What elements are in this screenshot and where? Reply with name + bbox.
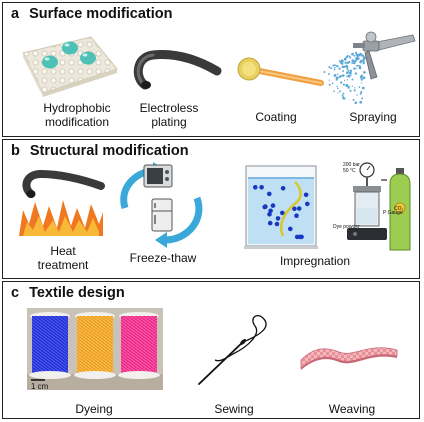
panel-letter: b <box>11 143 20 159</box>
panel-title: Surface modification <box>29 6 173 22</box>
apparatus-co2-label: CO₂ <box>394 206 404 212</box>
apparatus-pressure-label: 200 bar <box>343 162 360 168</box>
panel-structural-modification: b Structural modification <box>2 139 420 279</box>
label-dyeing: Dyeing <box>59 402 129 416</box>
scale-bar-label: 1 cm <box>31 382 49 391</box>
label-hydrophobic-modification: Hydrophobic modification <box>29 101 125 130</box>
needle-icon <box>198 314 267 385</box>
label-line: modification <box>44 115 110 130</box>
label-line: plating <box>151 115 187 130</box>
label-line: Hydrophobic <box>43 101 111 115</box>
mesh-icon <box>22 36 118 97</box>
label-weaving: Weaving <box>317 402 387 416</box>
oven-icon <box>143 164 173 188</box>
water-droplet-icon <box>80 51 96 65</box>
label-line: Weaving <box>328 402 376 416</box>
label-line: Impregnation <box>279 254 351 268</box>
panel-surface-modification: a Surface modification <box>2 2 420 137</box>
label-line: Spraying <box>349 110 397 124</box>
gas-cylinder-icon <box>389 168 411 251</box>
label-coating: Coating <box>241 110 311 124</box>
label-line: Sewing <box>214 402 254 416</box>
label-freeze-thaw: Freeze-thaw <box>123 251 203 265</box>
label-spraying: Spraying <box>333 110 413 124</box>
panel-b-header: b Structural modification <box>11 143 189 159</box>
water-droplet-icon <box>42 55 58 69</box>
apparatus-gauge-label: P Gauge <box>383 210 403 216</box>
label-line: Heat <box>50 244 76 258</box>
panel-letter: c <box>11 285 20 301</box>
panel-textile-design: c Textile design 1 cm <box>2 281 420 419</box>
panel-c-header: c Textile design <box>11 285 125 301</box>
label-electroless-plating: Electroless plating <box>129 101 209 130</box>
label-line: Electroless <box>139 101 199 115</box>
label-line: Dyeing <box>75 402 113 416</box>
thread-spool-icon <box>27 308 163 390</box>
spray-gun-icon <box>323 31 416 105</box>
label-line: Coating <box>255 110 297 124</box>
apparatus-dye-label: Dye powder <box>333 224 360 230</box>
panel-a-header: a Surface modification <box>11 6 173 22</box>
panel-title: Structural modification <box>29 143 189 159</box>
reactor-icon <box>347 162 387 240</box>
woven-fabric-icon <box>300 347 398 370</box>
beaker-icon <box>244 165 318 249</box>
label-impregnation: Impregnation <box>265 254 365 268</box>
panel-title: Textile design <box>29 285 125 301</box>
flame-icon <box>19 169 105 236</box>
panel-letter: a <box>11 6 20 22</box>
water-droplet-icon <box>62 41 78 55</box>
label-line: Freeze-thaw <box>129 251 197 265</box>
label-sewing: Sewing <box>199 402 269 416</box>
fiber-icon <box>133 50 222 90</box>
label-heat-treatment: Heat treatment <box>33 244 93 273</box>
label-line: treatment <box>37 258 89 273</box>
apparatus-temperature-label: 50 °C <box>343 168 356 174</box>
coated-fiber-icon <box>237 57 324 86</box>
fridge-icon <box>151 198 173 232</box>
